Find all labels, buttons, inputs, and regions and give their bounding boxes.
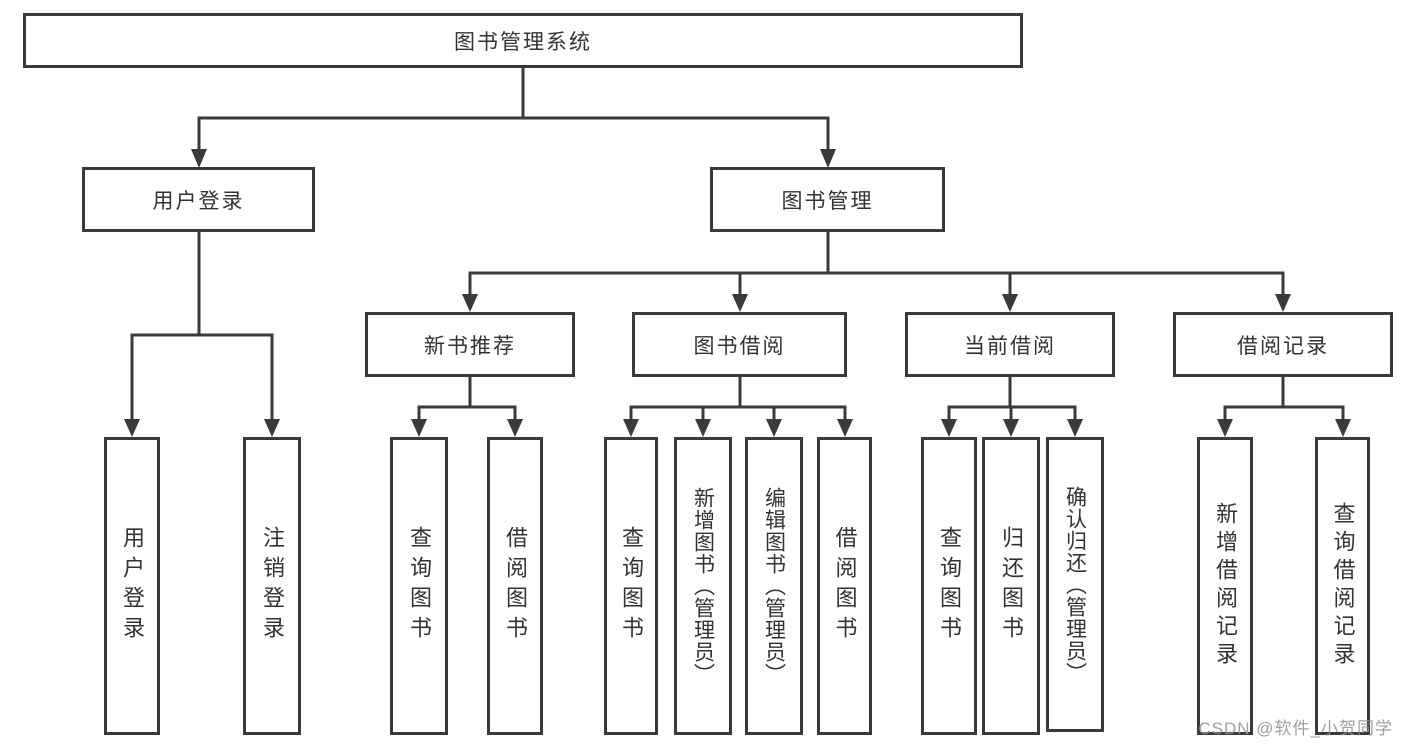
node-user-login: 用户登录 xyxy=(82,167,315,232)
leaf-current-return-books: 归还图书 xyxy=(982,437,1040,735)
leaf-user-login: 用户登录 xyxy=(104,437,160,735)
leaf-records-add-record: 新增借阅记录 xyxy=(1197,437,1253,735)
leaf-newbook-borrow-books: 借阅图书 xyxy=(487,437,543,735)
connector-current-borrowing-to-leaves xyxy=(941,376,1083,437)
node-new-book-recommendation: 新书推荐 xyxy=(365,312,575,377)
node-current-borrowing-label: 当前借阅 xyxy=(964,334,1056,358)
node-book-borrowing-label: 图书借阅 xyxy=(693,334,786,358)
connector-new-book-to-leaves xyxy=(411,376,523,437)
leaf-records-query-record: 查询借阅记录 xyxy=(1315,437,1370,735)
leaf-newbook-query-books-label: 查询图书 xyxy=(407,526,432,646)
node-new-book-recommendation-label: 新书推荐 xyxy=(424,334,516,358)
connector-user-login-to-leaves xyxy=(124,232,280,437)
csdn-watermark: CSDN @软件_小贺同学 xyxy=(1198,719,1393,738)
leaf-newbook-borrow-books-label: 借阅图书 xyxy=(503,526,528,646)
node-borrowing-records: 借阅记录 xyxy=(1173,312,1393,377)
leaf-borrowing-edit-books-admin-label: 编辑图书（管理员） xyxy=(762,487,786,685)
leaf-logout-label: 注销登录 xyxy=(260,526,285,646)
leaf-borrowing-add-books-admin-label: 新增图书（管理员） xyxy=(691,487,715,685)
leaf-newbook-query-books: 查询图书 xyxy=(390,437,448,735)
node-book-management: 图书管理 xyxy=(710,167,945,232)
leaf-current-return-books-label: 归还图书 xyxy=(999,526,1024,646)
node-root-system: 图书管理系统 xyxy=(23,13,1023,68)
leaf-borrowing-borrow-books: 借阅图书 xyxy=(817,437,872,735)
connector-book-management-to-level2 xyxy=(462,232,1291,312)
leaf-current-query-books: 查询图书 xyxy=(921,437,977,735)
leaf-logout: 注销登录 xyxy=(243,437,301,735)
node-current-borrowing: 当前借阅 xyxy=(905,312,1115,377)
leaf-current-confirm-return-admin: 确认归还（管理员） xyxy=(1046,437,1104,732)
leaf-records-add-record-label: 新增借阅记录 xyxy=(1213,502,1238,670)
leaf-borrowing-edit-books-admin: 编辑图书（管理员） xyxy=(745,437,803,735)
node-borrowing-records-label: 借阅记录 xyxy=(1237,334,1329,358)
node-book-borrowing: 图书借阅 xyxy=(632,312,847,377)
leaf-current-query-books-label: 查询图书 xyxy=(937,526,962,646)
leaf-current-confirm-return-admin-label: 确认归还（管理员） xyxy=(1063,485,1087,684)
leaf-borrowing-query-books-label: 查询图书 xyxy=(619,526,644,646)
leaf-borrowing-add-books-admin: 新增图书（管理员） xyxy=(674,437,732,735)
connector-book-borrowing-to-leaves xyxy=(623,376,853,437)
node-user-login-label: 用户登录 xyxy=(152,189,245,213)
leaf-records-query-record-label: 查询借阅记录 xyxy=(1330,502,1356,670)
connector-borrowing-records-to-leaves xyxy=(1217,376,1351,437)
node-root-label: 图书管理系统 xyxy=(454,30,592,54)
connector-root-to-level1 xyxy=(191,68,836,168)
leaf-user-login-label: 用户登录 xyxy=(120,526,145,646)
node-book-management-label: 图书管理 xyxy=(781,189,874,213)
leaf-borrowing-borrow-books-label: 借阅图书 xyxy=(832,526,858,646)
leaf-borrowing-query-books: 查询图书 xyxy=(604,437,658,735)
